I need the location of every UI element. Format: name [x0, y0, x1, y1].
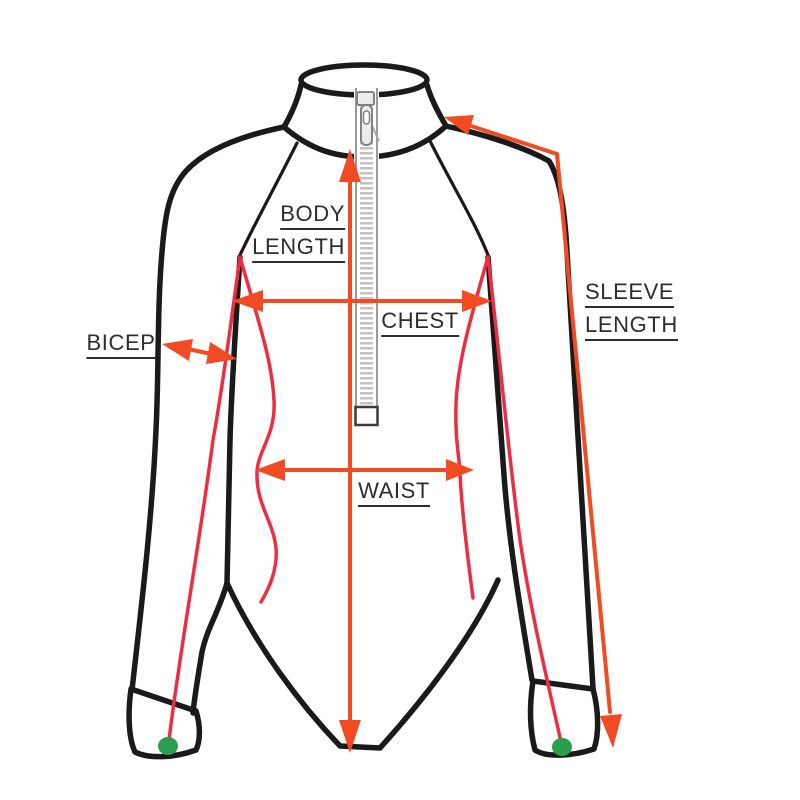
chest-label: CHEST: [381, 310, 459, 343]
chest-arrow: [232, 290, 492, 312]
leg-opening-outline: [224, 577, 501, 751]
right-sleeve-inner-edge: [485, 254, 535, 683]
body-length-label: BODY LENGTH: [252, 203, 345, 269]
waist-arrow: [255, 459, 474, 481]
collar-left-edge: [281, 82, 304, 130]
zipper-slider: [356, 91, 375, 106]
left-cuff-marker-dot: [158, 737, 178, 755]
sleeve-length-arrow: [444, 115, 622, 748]
left-side-seam: [238, 255, 278, 604]
measurement-arrows: [162, 115, 622, 753]
garment-outline: [126, 62, 601, 760]
right-cuff-marker-dot: [552, 738, 572, 756]
left-sleeve-outer-edge: [129, 124, 287, 693]
body-length-label-line1: BODY: [280, 203, 345, 230]
waist-label: WAIST: [358, 480, 430, 513]
bicep-label: BICEP: [86, 332, 156, 365]
sleeve-length-label-line1: SLEEVE: [585, 281, 675, 308]
right-sleeve-seam: [486, 255, 563, 744]
left-cuff: [126, 686, 203, 760]
zipper: [354, 88, 380, 427]
sleeve-length-label-line2: LENGTH: [585, 314, 678, 341]
right-raglan-seam: [428, 139, 490, 257]
bicep-arrow: [162, 339, 237, 364]
right-side-seam: [454, 255, 490, 600]
left-raglan-seam: [238, 141, 299, 257]
collar-right-edge: [424, 82, 449, 129]
left-sleeve-seam: [167, 255, 242, 742]
zipper-bottom-stop: [354, 405, 379, 427]
body-length-arrow: [339, 149, 361, 753]
seam-lines: [158, 255, 572, 756]
left-sleeve-inner-edge: [190, 254, 243, 716]
body-length-label-line2: LENGTH: [252, 236, 345, 263]
sleeve-length-label: SLEEVE LENGTH: [585, 281, 678, 347]
zipper-pull-hole: [362, 110, 371, 125]
